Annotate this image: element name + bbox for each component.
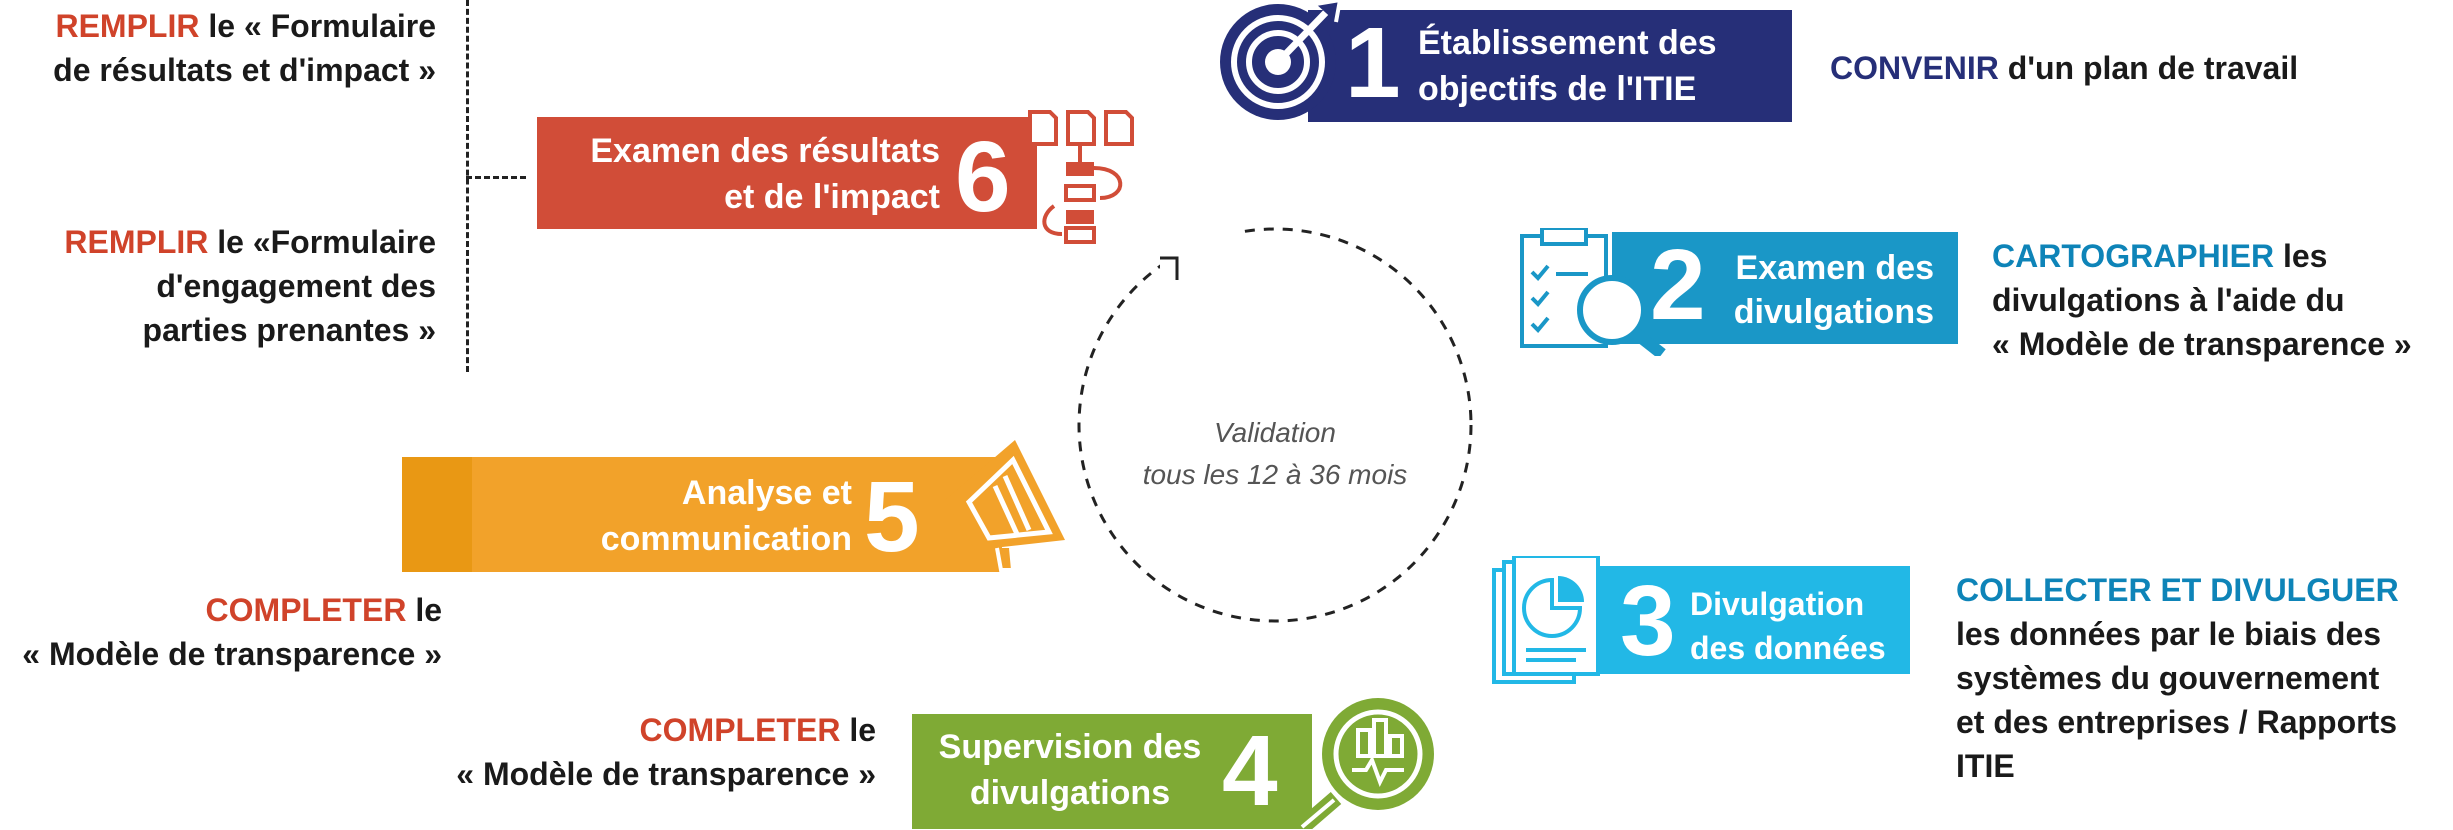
step6-action-a-line2: de résultats et d'impact » — [53, 52, 436, 88]
step3-action-line3: systèmes du gouvernement — [1956, 660, 2380, 696]
step1-title-line1: Établissement des — [1418, 24, 1717, 62]
step3-banner — [1578, 566, 1910, 674]
step4-banner — [912, 714, 1312, 829]
step4-title-line2: divulgations — [969, 774, 1171, 812]
step5-action-line2: « Modèle de transparence » — [22, 636, 442, 672]
step5-banner-edge — [402, 457, 472, 572]
step4-action-keyword: COMPLETER — [639, 712, 841, 748]
document-search-icon — [1520, 228, 1666, 356]
step2-action-rest: les — [2274, 238, 2328, 274]
step4-title: Supervision des divulgations — [930, 724, 1210, 816]
step3-action-keyword: COLLECTER ET DIVULGUER — [1956, 572, 2399, 608]
report-chart-icon — [1492, 556, 1600, 684]
step6-action-b-line3: parties prenantes » — [142, 312, 436, 348]
step3-title-line1: Divulgation — [1690, 586, 1865, 622]
step4-action: COMPLETER le « Modèle de transparence » — [380, 708, 876, 796]
step6-action-a-keyword: REMPLIR — [55, 8, 200, 44]
step2-action-line3: « Modèle de transparence » — [1992, 326, 2412, 362]
step1-number: 1 — [1345, 7, 1401, 119]
step1-action-keyword: CONVENIR — [1830, 50, 1999, 86]
step3-number: 3 — [1620, 565, 1676, 677]
step6-vertical-divider — [466, 0, 469, 372]
step1-title: Établissement des objectifs de l'ITIE — [1418, 20, 1717, 112]
magnifier-chart-icon — [1294, 698, 1434, 829]
step5-title-line1: Analyse et — [681, 474, 852, 512]
validation-cycle — [1077, 218, 1473, 623]
step2-banner — [1612, 232, 1958, 344]
step1-action: CONVENIR d'un plan de travail — [1830, 46, 2298, 90]
step4-number: 4 — [1222, 715, 1278, 827]
step6-action-a: REMPLIR le « Formulaire de résultats et … — [0, 4, 436, 92]
cycle-arrow-icon — [1160, 256, 1179, 280]
target-icon — [1220, 0, 1343, 120]
step2-action-line2: divulgations à l'aide du — [1992, 282, 2345, 318]
step2-action-keyword: CARTOGRAPHIER — [1992, 238, 2275, 274]
step3-action-line4: et des entreprises / Rapports — [1956, 704, 2398, 740]
step5-banner — [402, 457, 1002, 572]
step3-action-line2: les données par le biais des — [1956, 616, 2382, 652]
step6-number: 6 — [955, 121, 1011, 233]
step2-number: 2 — [1650, 229, 1706, 341]
step6-banner — [537, 117, 1037, 229]
documents-flow-icon — [1028, 110, 1134, 244]
step6-title: Examen des résultats et de l'impact — [560, 128, 940, 220]
step5-action-keyword: COMPLETER — [205, 592, 407, 628]
step4-action-rest: le — [840, 712, 876, 748]
step5-number: 5 — [864, 461, 920, 573]
step1-action-text: d'un plan de travail — [1998, 50, 2299, 86]
step2-title-line1: Examen des — [1735, 249, 1934, 287]
step2-title-line2: divulgations — [1733, 293, 1934, 331]
step3-action: COLLECTER ET DIVULGUER les données par l… — [1956, 568, 2399, 788]
step2-action: CARTOGRAPHIER les divulgations à l'aide … — [1992, 234, 2412, 366]
step5-action-rest: le — [406, 592, 442, 628]
step5-action: COMPLETER le « Modèle de transparence » — [0, 588, 442, 676]
step3-title-line2: des données — [1690, 630, 1886, 666]
step2-title: Examen des divulgations — [1724, 246, 1934, 334]
step6-title-line1: Examen des résultats — [590, 132, 940, 170]
step4-title-line1: Supervision des — [938, 728, 1202, 766]
step5-title-line2: communication — [600, 520, 852, 558]
validation-line1: Validation — [1214, 417, 1336, 448]
step6-action-b-rest: le «Formulaire — [208, 224, 436, 260]
step6-action-b: REMPLIR le «Formulaire d'engagement des … — [0, 220, 436, 352]
step1-title-line2: objectifs de l'ITIE — [1418, 70, 1697, 108]
step4-action-line2: « Modèle de transparence » — [456, 756, 876, 792]
step6-action-a-rest: le « Formulaire — [199, 8, 436, 44]
step5-title: Analyse et communication — [540, 470, 852, 562]
step1-banner — [1308, 10, 1792, 122]
step3-action-line5: ITIE — [1956, 748, 2015, 784]
step3-title: Divulgation des données — [1690, 582, 1886, 670]
step6-action-b-line2: d'engagement des — [156, 268, 436, 304]
validation-label: Validation tous les 12 à 36 mois — [1100, 412, 1450, 496]
step6-horizontal-connector — [466, 176, 526, 179]
step6-action-b-keyword: REMPLIR — [64, 224, 209, 260]
step6-title-line2: et de l'impact — [724, 178, 940, 216]
validation-line2: tous les 12 à 36 mois — [1142, 459, 1408, 490]
megaphone-icon — [945, 440, 1065, 572]
